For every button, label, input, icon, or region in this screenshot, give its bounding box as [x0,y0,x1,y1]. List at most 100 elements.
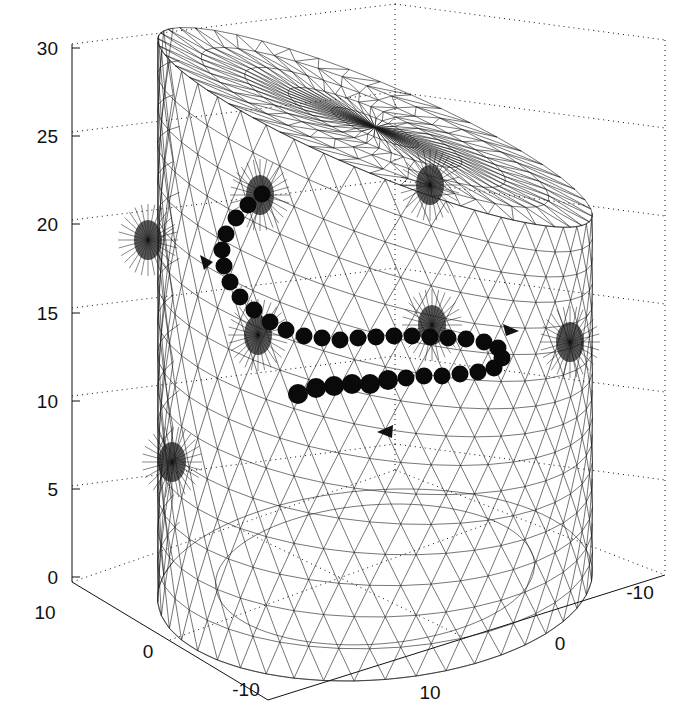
mesh-edge [592,257,593,283]
mesh-edge [370,268,401,277]
mesh-edge [526,543,529,548]
mesh-edge [563,397,570,424]
mesh-edge [336,107,375,127]
mesh-edge [586,382,589,409]
mesh-edge [385,647,400,679]
mesh-edge [168,95,173,130]
head-mesh [158,28,593,681]
mesh-edge [461,581,475,607]
mesh-edge [385,492,416,494]
mesh-edge [401,278,416,313]
mesh-edge [555,397,571,402]
mesh-edge [353,147,379,148]
mesh-edge [280,574,294,611]
mesh-edge [586,409,589,427]
mesh-edge [164,400,168,439]
mesh-edge [223,557,227,562]
mesh-edge [461,464,489,466]
mesh-edge [294,543,324,548]
mesh-edge [157,352,158,392]
mesh-edge [168,265,173,295]
mesh-edge [488,462,513,465]
mesh-edge [589,519,591,536]
mesh-edge [586,291,589,317]
mesh-edge [372,153,392,155]
mesh-edge [401,462,431,464]
mesh-edge [431,644,446,671]
mesh-edge [513,462,525,487]
mesh-edge [517,534,522,538]
mesh-edge [461,437,475,466]
mesh-edge [498,523,505,527]
mesh-edge [189,539,198,580]
mesh-edge [575,189,585,200]
mesh-edge [385,554,416,555]
mesh-edge [159,46,204,66]
mesh-edge [339,193,370,205]
mesh-edge [488,465,501,491]
mesh-edge [548,201,589,222]
mesh-edge [158,371,163,381]
mesh-edge [577,249,582,274]
mesh-edge [229,349,241,389]
mesh-edge [401,216,416,252]
mesh-edge [513,406,535,408]
mesh-edge [455,194,476,200]
mesh-edge [483,187,526,207]
mesh-edge [225,520,237,525]
mesh-edge [513,487,525,516]
mesh-edge [450,167,471,185]
mesh-edge [249,510,262,515]
mesh-edge [501,600,513,623]
mesh-edge [169,385,175,415]
mesh-edge [243,539,250,543]
mesh-edge [555,300,571,302]
mesh-edge [475,600,502,607]
mesh-edge [266,438,280,468]
mesh-edge [164,371,168,400]
mesh-edge [218,308,229,349]
mesh-edge [318,68,342,76]
mesh-edge [504,184,544,205]
mesh-edge [488,381,501,408]
mesh-edge [232,548,237,553]
mesh-edge [501,301,513,327]
mesh-edge [240,152,253,180]
mesh-edge [341,86,346,98]
mesh-edge [229,389,241,419]
mesh-edge [367,134,368,143]
mesh-edge [164,495,173,507]
mesh-edge [253,636,280,642]
mesh-edge [280,370,309,379]
mesh-edge [416,433,431,464]
mesh-edge [207,90,267,114]
mesh-edge [452,150,495,165]
mesh-edge [325,91,336,94]
mesh-edge [218,559,229,590]
mesh-edge [175,385,189,396]
mesh-edge [189,438,198,468]
mesh-edge [383,162,390,169]
mesh-edge [532,552,534,557]
mesh-edge [501,272,525,275]
mesh-edge [501,623,513,655]
mesh-edge [431,260,446,286]
mesh-edge [175,172,189,184]
mesh-edge [168,295,173,333]
mesh-edge [354,522,369,552]
mesh-edge [353,143,366,147]
mesh-edge [586,245,589,271]
mesh-edge [168,324,180,332]
mesh-edge [175,243,189,255]
mesh-edge [289,499,303,502]
mesh-edge [497,499,510,502]
mesh-edge [161,273,164,303]
mesh-edge [165,232,170,273]
mesh-edge [475,494,489,521]
mesh-edge [294,611,309,646]
mesh-edge [339,193,354,231]
mesh-edge [525,481,546,487]
mesh-edge [416,433,446,436]
mesh-edge [456,492,470,494]
mesh-edge [577,465,582,484]
